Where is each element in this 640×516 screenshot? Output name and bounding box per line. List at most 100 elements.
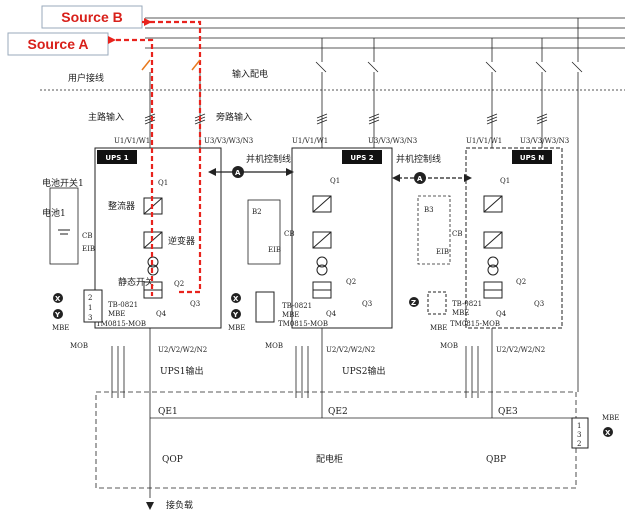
ups2-mbe-outer: MBE — [228, 324, 245, 332]
ups2-output-label: UPS2输出 — [342, 365, 386, 377]
ups1-input-switches — [141, 59, 201, 71]
ups1-in-main: U1/V1/W1 — [114, 137, 150, 145]
source-a-path — [108, 38, 154, 296]
qe1-label: QE1 — [158, 407, 178, 417]
ups2-tm: TM0815-MOB — [278, 320, 328, 328]
load-arrow — [146, 502, 154, 510]
mbe-right-label: MBE — [602, 414, 619, 422]
mbe-right-term-2: 3 — [577, 431, 581, 439]
qe3-label: QE3 — [498, 407, 518, 417]
upsn-tb: TB-0821 — [452, 300, 482, 308]
upsn-tm: TM0815-MOB — [450, 320, 500, 328]
upsn-title: UPS N — [520, 154, 544, 162]
ups1-mbe-outer: MBE — [52, 324, 69, 332]
ups1-q4: Q4 — [156, 310, 167, 318]
ups1-cb: CB — [82, 232, 93, 240]
source-b-box: Source B — [41, 5, 143, 29]
parallel-control-1: A 并机控制线 — [208, 153, 294, 178]
main-input-label: 主路输入 — [88, 111, 124, 123]
ups2-q1: Q1 — [330, 177, 340, 185]
parallel-marker-a-1: A — [235, 169, 241, 177]
marker-x-1: X — [55, 295, 61, 303]
ups1-out-terminals: U2/V2/W2/N2 — [158, 346, 207, 354]
ups1-output-label: UPS1输出 — [160, 365, 204, 377]
ups2-mbe-inner: MBE — [282, 311, 299, 319]
upsn-out-terminals: U2/V2/W2/N2 — [496, 346, 545, 354]
upsn-mbe-outer: MBE — [430, 324, 447, 332]
ups1-mbe-inner: MBE — [108, 310, 125, 318]
upsn-q4: Q4 — [496, 310, 507, 318]
upsn-mbe-inner: MBE — [452, 309, 469, 317]
ups1-in-bypass: U3/V3/W3/N3 — [204, 137, 253, 145]
upsn-q2: Q2 — [516, 278, 526, 286]
mbe-right: 1 3 2 X MBE — [571, 414, 619, 449]
user-line-label: 用户接线 — [68, 72, 104, 84]
ups2-in-bypass: U3/V3/W3/N3 — [368, 137, 417, 145]
input-drops — [149, 18, 583, 392]
qe2-label: QE2 — [328, 407, 348, 417]
parallel-ctrl-label-1: 并机控制线 — [246, 153, 291, 165]
ups2-eib: EIB — [268, 246, 281, 254]
ups2-in-main: U1/V1/W1 — [292, 137, 328, 145]
ups2-title: UPS 2 — [350, 154, 373, 162]
ups2-cb: CB — [284, 230, 295, 238]
cable-hash-marks — [144, 113, 548, 125]
marker-x-2: X — [233, 295, 239, 303]
ups1-q3: Q3 — [190, 300, 200, 308]
ups2-q2: Q2 — [346, 278, 356, 286]
marker-y-1: Y — [54, 311, 61, 319]
source-b-arrowhead — [144, 18, 152, 26]
upsn-in-bypass: U3/V3/W3/N3 — [520, 137, 569, 145]
qop-label: QOP — [162, 455, 183, 465]
upsn-battery: B3 — [424, 206, 434, 214]
battery-switch-label: 电池开关1 — [42, 177, 84, 189]
ups1-tm: TM0815-MOB — [96, 320, 146, 328]
battery1-label: 电池1 — [42, 207, 66, 219]
bypass-input-label: 旁路输入 — [216, 111, 252, 123]
input-dist-label: 输入配电 — [232, 68, 268, 80]
ups1-tb: TB-0821 — [108, 301, 138, 309]
to-load-label: 接负载 — [166, 499, 193, 511]
utility-bus — [145, 17, 625, 49]
ups1-title: UPS 1 — [105, 154, 128, 162]
dist-cabinet-label: 配电柜 — [316, 453, 343, 465]
source-b-path — [142, 20, 202, 294]
output-wiring — [111, 328, 575, 498]
ups1-mob: MOB — [70, 342, 88, 350]
source-a-label: Source A — [28, 36, 89, 52]
parallel-marker-a-2: A — [417, 175, 423, 183]
mbe-right-term-1: 1 — [577, 422, 581, 430]
source-b-label: Source B — [61, 9, 122, 25]
ups2-q3: Q3 — [362, 300, 372, 308]
parallel-control-2: A 并机控制线 — [392, 153, 472, 184]
ups1-unit: UPS 1 U1/V1/W1 U3/V3/W3/N3 Q1 整流器 逆变器 静态… — [52, 137, 253, 377]
upsn-unit: UPS N U1/V1/W1 U3/V3/W3/N3 Q1 Q2 Q3 Q4 B… — [409, 137, 569, 354]
static-switch-label: 静态开关 — [118, 276, 154, 288]
upsn-q3: Q3 — [534, 300, 544, 308]
upsn-in-main: U1/V1/W1 — [466, 137, 502, 145]
ups2-q4: Q4 — [326, 310, 337, 318]
mbe-right-term-3: 2 — [577, 440, 581, 448]
ups2-out-terminals: U2/V2/W2/N2 — [326, 346, 375, 354]
rectifier-label: 整流器 — [108, 200, 135, 212]
battery1-group: 电池开关1 电池1 — [42, 177, 84, 265]
upsn-mob: MOB — [440, 342, 458, 350]
ups2-tb: TB-0821 — [282, 302, 312, 310]
ups1-q2: Q2 — [174, 280, 184, 288]
ups1-term-1: 2 — [88, 294, 92, 302]
source-a-box: Source A — [7, 32, 109, 56]
source-a-arrowhead — [108, 36, 116, 44]
ups2-unit: UPS 2 U1/V1/W1 U3/V3/W3/N3 Q1 Q2 Q3 Q4 B… — [228, 137, 417, 377]
ups1-q1: Q1 — [158, 179, 168, 187]
upsn-cb: CB — [452, 230, 463, 238]
upsn-eib: EIB — [436, 248, 449, 256]
parallel-ctrl-label-2: 并机控制线 — [396, 153, 441, 165]
inverter-label: 逆变器 — [168, 235, 195, 247]
source-paths — [108, 20, 202, 296]
qbp-label: QBP — [486, 455, 506, 465]
marker-y-2: Y — [232, 311, 239, 319]
ups1-term-2: 1 — [88, 304, 92, 312]
ups1-eib: EIB — [82, 245, 95, 253]
marker-z: Z — [411, 299, 416, 307]
ups2-battery: B2 — [252, 208, 262, 216]
